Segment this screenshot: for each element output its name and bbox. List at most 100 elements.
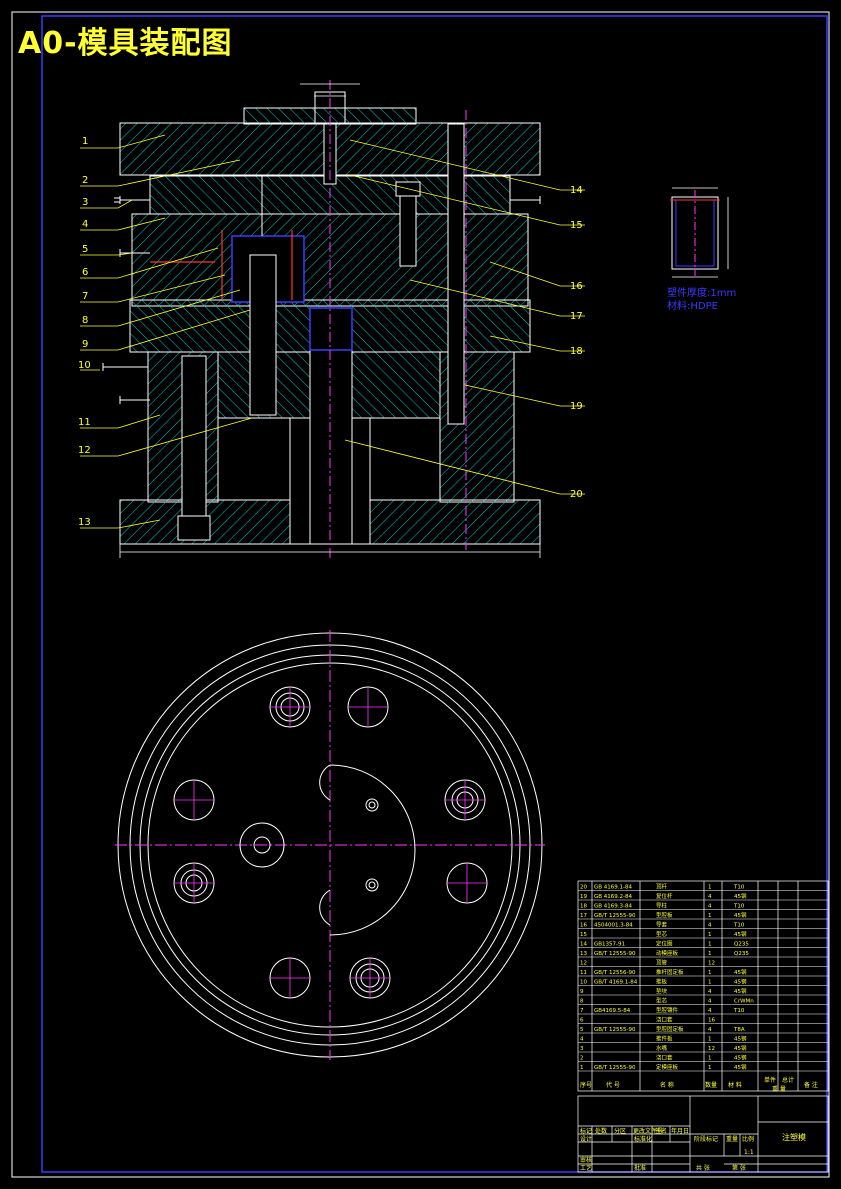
callout-13: 13 <box>78 517 91 528</box>
bom-cell-no: 3 <box>580 1046 584 1052</box>
bom-cell-name: 垫块 <box>656 987 668 995</box>
bom-cell-mat: 45钢 <box>734 968 747 976</box>
tb-count: 处数 <box>595 1127 607 1135</box>
outer-frame <box>11 11 830 1178</box>
callout-8: 8 <box>82 315 88 326</box>
bom-header-no: 序号 <box>580 1081 592 1089</box>
bom-cell-no: 16 <box>580 922 587 928</box>
bom-cell-name: 顶管 <box>656 958 668 966</box>
bom-header-mat: 材 料 <box>728 1081 742 1089</box>
tb-sheet: 第 张 <box>732 1164 746 1172</box>
bom-cell-mat: 45钢 <box>734 892 747 900</box>
bom-cell-qty: 1 <box>708 951 712 957</box>
callouts-left: 1 2 3 4 5 6 7 8 9 10 11 12 13 <box>78 136 91 528</box>
bom-cell-mat: 45钢 <box>734 911 747 919</box>
bom-cell-name: 浇口套 <box>656 1053 673 1061</box>
bom-cell-mat: T10 <box>733 903 745 909</box>
bom-cell-qty: 12 <box>708 1046 715 1052</box>
page-title: A0-模具装配图 <box>18 26 233 61</box>
bom-cell-no: 5 <box>580 1027 584 1033</box>
bom-cell-qty: 1 <box>708 913 712 919</box>
assembly-section-view <box>102 80 541 560</box>
callout-5: 5 <box>82 244 88 255</box>
bom-cell-mat: 45钢 <box>734 930 747 938</box>
tb-zone: 分区 <box>614 1127 626 1135</box>
bom-cell-no: 7 <box>580 1008 584 1014</box>
title-block-text: 标记 处数 分区 更改文件号 签名 年月日 设计 标准化 阶段标记 重量 比例 … <box>580 1127 806 1172</box>
bom-header-remark: 备 注 <box>804 1081 818 1089</box>
title-block <box>577 1095 829 1173</box>
tb-date: 年月日 <box>671 1127 689 1135</box>
bom-header-weight: 重 量 <box>772 1085 786 1093</box>
bom-cell-no: 6 <box>580 1017 584 1023</box>
bom-header-qty: 数量 <box>705 1081 717 1089</box>
tb-weight: 重量 <box>726 1135 738 1143</box>
bom-cell-qty: 4 <box>708 903 712 909</box>
plan-view <box>115 630 545 1060</box>
bom-cell-name: 推件板 <box>656 1034 673 1042</box>
bom-cell-mat: 45钢 <box>734 1044 747 1052</box>
bom-cell-qty: 16 <box>708 1017 715 1023</box>
bom-cell-name: 导套 <box>656 920 668 928</box>
callout-19: 19 <box>570 401 583 412</box>
bom-cell-qty: 4 <box>708 989 712 995</box>
bom-cell-code: GB 4169.1-84 <box>594 884 633 890</box>
bom-cell-qty: 1 <box>708 941 712 947</box>
bom-cell-name: 型腔板 <box>656 911 673 919</box>
callouts-right: 14 15 16 17 18 19 20 <box>570 185 583 500</box>
tb-process: 工艺 <box>580 1164 592 1172</box>
bom-cell-mat: 45钢 <box>734 1053 747 1061</box>
callout-17: 17 <box>570 311 583 322</box>
bom-cell-name: 推板 <box>656 977 668 985</box>
bom-cell-code: 4504001.3-84 <box>594 922 633 928</box>
tb-review: 审核 <box>580 1156 592 1164</box>
bom-cell-qty: 1 <box>708 979 712 985</box>
callout-1: 1 <box>82 136 88 147</box>
bom-cell-no: 17 <box>580 913 587 919</box>
bom-cell-name: 型芯 <box>656 930 668 938</box>
tb-change-no: 更改文件号 <box>633 1127 663 1135</box>
tb-sign: 签名 <box>655 1127 667 1135</box>
bom-cell-name: 顶杆 <box>656 882 668 890</box>
bom-cell-name: 复位杆 <box>656 892 673 900</box>
callout-12: 12 <box>78 445 91 456</box>
part-drawing: 塑件厚度:1mm 材料:HDPE <box>667 187 736 312</box>
bom-cell-mat: Q235 <box>734 941 749 947</box>
inner-frame <box>41 15 828 1173</box>
leader-lines <box>80 134 585 529</box>
bom-cell-mat: 45钢 <box>734 987 747 995</box>
tb-ratio: 比例 <box>742 1135 754 1143</box>
tb-standard: 标准化 <box>634 1135 652 1143</box>
bom-cell-qty: 1 <box>708 884 712 890</box>
bom-header-name: 名 称 <box>660 1081 674 1089</box>
bom-cell-no: 9 <box>580 989 584 995</box>
bom-cell-no: 10 <box>580 979 587 985</box>
bom-cell-code: GB/T 12556-90 <box>594 970 636 976</box>
bom-cell-code: GB/T 12555-90 <box>594 1065 636 1071</box>
tb-drawing-name: 注塑模 <box>782 1132 806 1142</box>
bom-cell-code: GB/T 12555-90 <box>594 913 636 919</box>
bom-cell-code: GB 4169.2-84 <box>594 894 633 900</box>
bom-cell-no: 18 <box>580 903 587 909</box>
callout-16: 16 <box>570 281 583 292</box>
part-note-material: 材料:HDPE <box>667 299 718 312</box>
bom-cell-no: 8 <box>580 998 584 1004</box>
bom-cell-code: GB/T 4169.1-84 <box>594 979 638 985</box>
tb-sheets: 共 张 <box>696 1164 710 1172</box>
tb-mark: 标记 <box>580 1127 592 1135</box>
callout-3: 3 <box>82 197 88 208</box>
bom-cell-qty: 4 <box>708 922 712 928</box>
bom-cell-mat: CrWMn <box>734 998 754 1004</box>
bom-cell-qty: 4 <box>708 1008 712 1014</box>
tb-designer: 设计 <box>580 1135 592 1143</box>
callout-7: 7 <box>82 291 88 302</box>
tb-approve: 批准 <box>634 1164 646 1172</box>
bom-cell-name: 型腔镶件 <box>656 1006 679 1014</box>
bom-cell-mat: T10 <box>733 884 745 890</box>
bom-cell-code: GB1357-91 <box>594 941 625 947</box>
bom-cell-name: 水嘴 <box>656 1044 668 1052</box>
bom-cell-mat: T8A <box>733 1027 745 1033</box>
bom-cell-code: GB/T 12555-90 <box>594 951 636 957</box>
bom-cell-no: 20 <box>580 884 587 890</box>
